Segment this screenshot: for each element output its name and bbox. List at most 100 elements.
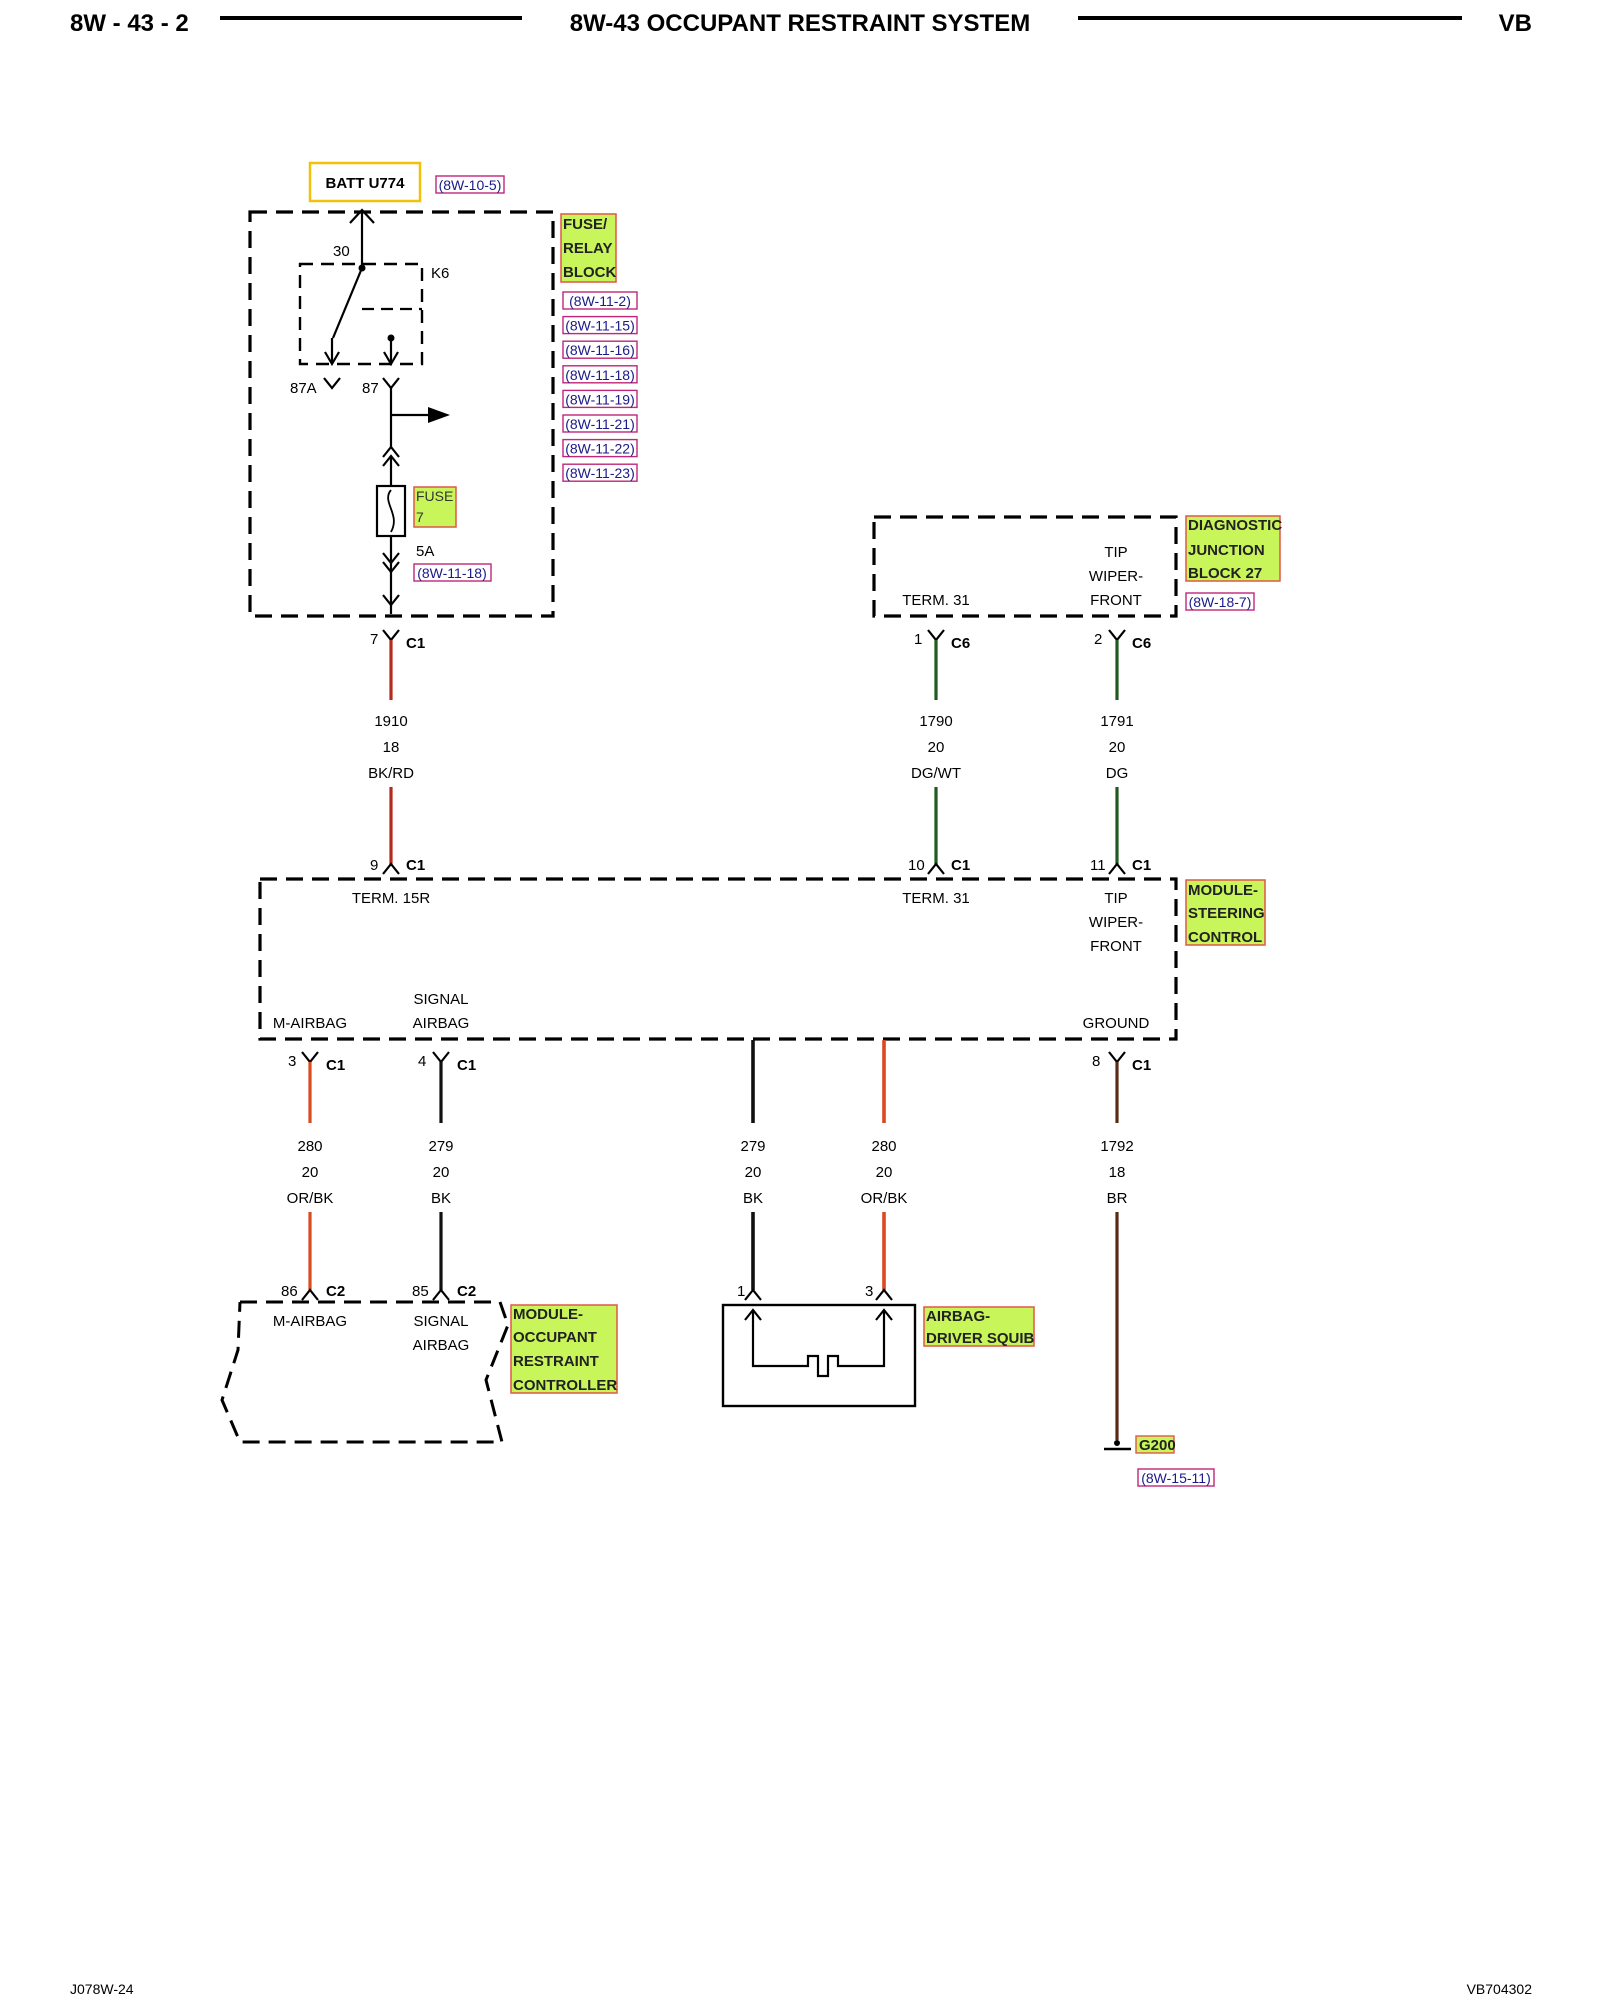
- diag-ref-box: [1185, 592, 1255, 611]
- scm-m-airbag: M-AIRBAG: [273, 1015, 347, 1032]
- fuse-ref-box: [562, 389, 638, 409]
- ground-dot: [1114, 1440, 1120, 1446]
- orc-label-bg: [510, 1304, 618, 1394]
- scm-signal-airbag-line-1: SIGNAL: [413, 991, 468, 1008]
- connector-c1-pin3-symbol: [301, 1051, 319, 1064]
- ground-name: G200: [1139, 1437, 1176, 1454]
- batt-box: [308, 161, 422, 203]
- wire-1792-gauge: 18: [1109, 1164, 1126, 1181]
- relay-87a-terminal: [323, 377, 341, 390]
- steering-module-label-line-3: CONTROL: [1188, 929, 1262, 946]
- connector-c6-pin1-pin: 1: [914, 631, 922, 648]
- fuse-ref-link[interactable]: (8W-11-16): [565, 342, 635, 358]
- wire-280-squib-color: OR/BK: [861, 1190, 908, 1207]
- fuse-ref-link[interactable]: (8W-11-18): [417, 565, 487, 581]
- wire-1790-color: DG/WT: [911, 765, 961, 782]
- diag-tip-line-3: FRONT: [1090, 592, 1142, 609]
- wire-1910-color: BK/RD: [368, 765, 414, 782]
- connector-c6-pin2-symbol: [1108, 629, 1126, 642]
- orc-label-line-2: OCCUPANT: [513, 1329, 597, 1346]
- connector-c2-pin85-pin: 85: [412, 1283, 429, 1300]
- relay-pin-87-label: 87: [362, 380, 379, 397]
- fuse-ref-link[interactable]: (8W-11-21): [565, 416, 635, 432]
- connector-c1-pin9-pin: 9: [370, 857, 378, 874]
- fuse-ref-box: [562, 291, 638, 310]
- wire-279-squib-gauge: 20: [745, 1164, 762, 1181]
- connector-c1-pin10-pin: 10: [908, 857, 925, 874]
- diag-block-label-line-1: DIAGNOSTIC: [1188, 517, 1282, 534]
- fuse-lower-out-1: [382, 552, 400, 565]
- orc-connectors: 86 C2 85 C2: [281, 1283, 476, 1301]
- diag-block-label-bg: [1185, 515, 1281, 582]
- fuse-label-bg: [413, 486, 457, 528]
- fuse-ref-link[interactable]: (8W-11-18): [565, 367, 635, 383]
- footer-left-code: J078W-24: [70, 1981, 134, 1997]
- splice-arrow-head: [428, 407, 450, 423]
- diag-connector-2: 2 C6: [1094, 629, 1151, 652]
- connector-c6-pin2-name: C6: [1132, 635, 1151, 652]
- connector-c1-pin9-name: C1: [406, 857, 425, 874]
- wire-280-orc-circuit: 280: [297, 1138, 322, 1155]
- orc-signal-airbag-line-2: AIRBAG: [413, 1337, 470, 1354]
- fuse-relay-block-refs: (8W-11-2) (8W-11-15) (8W-11-16) (8W-11-18) (…: [562, 291, 638, 482]
- wire-1791-color: DG: [1106, 765, 1129, 782]
- orc-m-airbag: M-AIRBAG: [273, 1313, 347, 1330]
- wire-1910-circuit: 1910: [374, 713, 407, 730]
- fuse-lower-out-3: [382, 594, 400, 607]
- fuse-ref-link[interactable]: (8W-11-22): [565, 441, 635, 457]
- fuse-ref-link[interactable]: (8W-11-23): [565, 465, 635, 481]
- fuse-ref-link[interactable]: (8W-11-15): [565, 318, 635, 334]
- wire-279-orc-gauge: 20: [433, 1164, 450, 1181]
- wire-280-orc-color: OR/BK: [287, 1190, 334, 1207]
- wire-1790-circuit: 1790: [919, 713, 952, 730]
- diag-block-label: DIAGNOSTIC JUNCTION BLOCK 27 (8W-18-7): [1185, 515, 1282, 611]
- fuse-ref-box: [562, 340, 638, 359]
- wire-279-squib-circuit: 279: [740, 1138, 765, 1155]
- connector-c6-pin1-symbol: [927, 629, 945, 642]
- relay-pin-30-arrow: [349, 208, 375, 224]
- connector-c1-pin4-name: C1: [457, 1057, 476, 1074]
- connector-c2-pin86-name: C2: [326, 1283, 345, 1300]
- relay-k6-outline: [298, 262, 424, 366]
- fuse-relay-block-label-bg: [560, 213, 617, 283]
- connector-c1-pin8-symbol: [1108, 1051, 1126, 1064]
- wire-280-squib-circuit: 280: [871, 1138, 896, 1155]
- fuse-ref-box: [562, 365, 638, 384]
- batt-label: BATT U774: [326, 175, 406, 192]
- connector-c1-pin4-symbol: [432, 1051, 450, 1064]
- fuse-7: FUSE 7 5A (8W-11-18): [375, 388, 492, 614]
- orc-label-line-1: MODULE-: [513, 1306, 583, 1323]
- fuse-relay-block-outline: [248, 210, 555, 618]
- relay-pin-87a-label: 87A: [290, 380, 317, 397]
- diag-block-outline: [872, 515, 1178, 618]
- ground-label-bg: [1135, 1435, 1175, 1454]
- diag-ref-link[interactable]: (8W-18-7): [1189, 594, 1252, 610]
- wire-280-squib-gauge: 20: [876, 1164, 893, 1181]
- connector-c6-pin2-pin: 2: [1094, 631, 1102, 648]
- fuse-block-connector: 7 C1: [370, 629, 425, 652]
- ground-ref-link[interactable]: (8W-15-11): [1141, 1470, 1211, 1486]
- fuse-ref-link[interactable]: (8W-11-19): [565, 391, 635, 407]
- diag-block-label-line-2: JUNCTION: [1188, 542, 1265, 559]
- squib-pins: 1 3: [737, 1283, 893, 1301]
- diag-tip-line-1: TIP: [1104, 544, 1127, 561]
- orc-signal-airbag-line-1: SIGNAL: [413, 1313, 468, 1330]
- wire-1790-gauge: 20: [928, 739, 945, 756]
- fuse-ref-link[interactable]: (8W-11-2): [569, 293, 631, 309]
- orc-label-line-4: CONTROLLER: [513, 1377, 617, 1394]
- wire-1792-circuit: 1792: [1100, 1138, 1133, 1155]
- fuse-relay-block-label: FUSE/ RELAY BLOCK: [560, 213, 617, 283]
- relay-pin-30-label: 30: [333, 243, 350, 260]
- wire-279-orc-circuit: 279: [428, 1138, 453, 1155]
- connector-c1-pin7-symbol: [382, 629, 400, 642]
- relay-87-terminal: [382, 377, 400, 390]
- relay-87-lead-arrow: [383, 351, 399, 367]
- scm-ground: GROUND: [1083, 1015, 1150, 1032]
- fuse-element: [387, 489, 395, 533]
- connector-c1-pin10-symbol: [927, 862, 945, 875]
- wire-1791-gauge: 20: [1109, 739, 1126, 756]
- steering-module-label-line-2: STEERING: [1188, 905, 1265, 922]
- batt-ref-link[interactable]: (8W-10-5): [439, 177, 502, 193]
- squib-pin3-label: 3: [865, 1283, 873, 1300]
